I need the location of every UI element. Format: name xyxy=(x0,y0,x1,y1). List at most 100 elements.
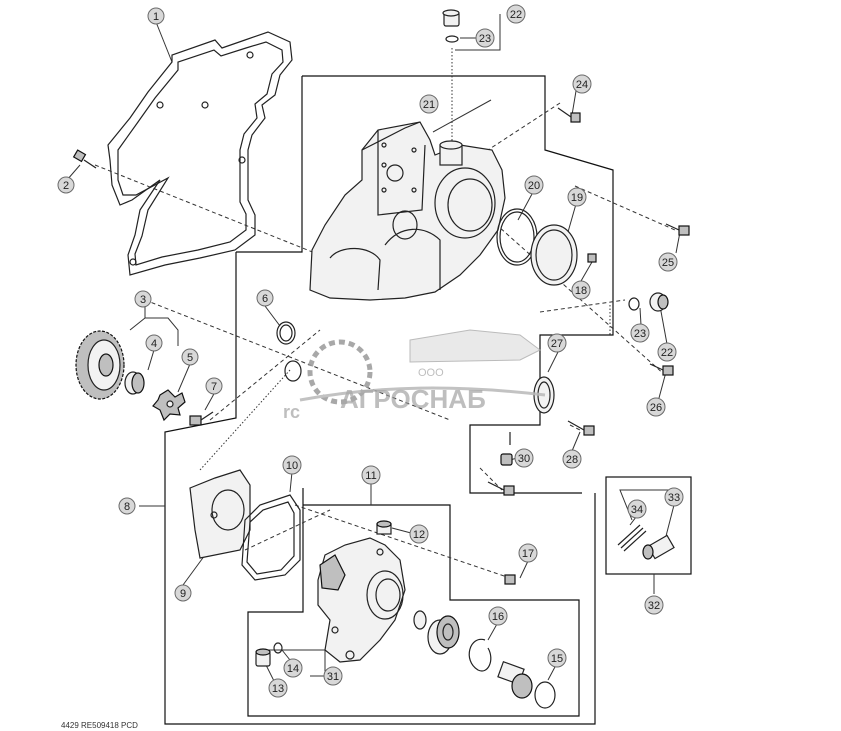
callout-circle xyxy=(323,666,343,686)
o-ring-23-top xyxy=(445,35,459,43)
callout-label: 18 xyxy=(575,285,587,297)
callout-34: 34 xyxy=(627,499,647,519)
callout-26: 26 xyxy=(646,397,666,417)
callout-circle xyxy=(627,499,647,519)
callout-label: 23 xyxy=(634,328,646,340)
callout-label: 23 xyxy=(479,33,491,45)
callout-8: 8 xyxy=(118,497,136,515)
callout-label: 6 xyxy=(262,293,268,305)
callout-6: 6 xyxy=(256,289,274,307)
callout-circle xyxy=(145,334,163,352)
callout-circle xyxy=(361,465,381,485)
callout-3: 3 xyxy=(134,290,152,308)
nut-30 xyxy=(500,432,513,466)
callout-circle xyxy=(664,487,684,507)
callout-10: 10 xyxy=(282,455,302,475)
callout-label: 4 xyxy=(151,338,157,350)
callout-circle xyxy=(488,606,508,626)
bolt-24 xyxy=(557,107,581,123)
callout-circle xyxy=(630,323,650,343)
callout-label: 34 xyxy=(631,504,643,516)
callout-label: 15 xyxy=(551,653,563,665)
callout-13: 13 xyxy=(268,678,288,698)
callout-33: 33 xyxy=(664,487,684,507)
callout-circle xyxy=(475,28,495,48)
callout-circle xyxy=(646,397,666,417)
callout-label: 32 xyxy=(648,600,660,612)
callout-label: 11 xyxy=(365,470,376,482)
callout-label: 12 xyxy=(413,529,425,541)
callout-label: 19 xyxy=(571,192,583,204)
callout-label: 26 xyxy=(650,402,662,414)
callout-32: 32 xyxy=(644,595,664,615)
callout-circle xyxy=(644,595,664,615)
bolt-25 xyxy=(665,223,690,236)
fitting-33 xyxy=(642,534,675,560)
o-ring-23-right xyxy=(628,297,640,311)
callout-27: 27 xyxy=(547,333,567,353)
callout-12: 12 xyxy=(409,524,429,544)
callout-label: 27 xyxy=(551,338,563,350)
callout-circle xyxy=(282,455,302,475)
callout-25: 25 xyxy=(658,252,678,272)
callout-circle xyxy=(514,448,534,468)
callout-21: 21 xyxy=(419,94,439,114)
callout-11: 11 xyxy=(361,465,381,485)
access-cover-9 xyxy=(189,469,251,559)
callout-label: 9 xyxy=(180,588,186,600)
callout-20: 20 xyxy=(524,175,544,195)
callout-circle xyxy=(524,175,544,195)
bolt-2 xyxy=(72,149,97,169)
callout-label: 30 xyxy=(518,453,530,465)
callout-circle xyxy=(118,497,136,515)
timing-gear-cover xyxy=(309,121,506,301)
pump-bearing xyxy=(427,615,460,655)
callout-label: 10 xyxy=(286,460,298,472)
seal-19 xyxy=(530,224,578,286)
callout-17: 17 xyxy=(518,543,538,563)
callout-circle xyxy=(571,280,591,300)
callout-label: 31 xyxy=(327,671,339,683)
plug-22-top xyxy=(442,9,460,27)
callout-label: 14 xyxy=(287,663,299,675)
callout-4: 4 xyxy=(145,334,163,352)
callout-2: 2 xyxy=(57,176,75,194)
callout-label: 28 xyxy=(566,454,578,466)
bolt-26 xyxy=(649,363,674,376)
callout-label: 5 xyxy=(187,352,193,364)
callout-16: 16 xyxy=(488,606,508,626)
spring-34 xyxy=(617,524,647,552)
callout-circle xyxy=(657,342,677,362)
callout-23: 23 xyxy=(475,28,495,48)
drawing-reference-code: 4429 RE509418 PCD xyxy=(61,721,138,730)
watermark-prefix: ООО xyxy=(418,367,444,379)
company-watermark: ООО АГРОСНАБ rc xyxy=(283,329,546,422)
callout-22: 22 xyxy=(657,342,677,362)
callout-label: 22 xyxy=(510,9,522,21)
callout-circle xyxy=(409,524,429,544)
callout-1: 1 xyxy=(147,7,165,25)
timing-cover-gasket xyxy=(107,31,293,276)
callout-18: 18 xyxy=(571,280,591,300)
watermark-company-name: АГРОСНАБ xyxy=(340,384,486,414)
callout-24: 24 xyxy=(572,74,592,94)
callout-label: 21 xyxy=(423,99,435,111)
callout-label: 1 xyxy=(153,11,159,23)
callout-label: 16 xyxy=(492,611,504,623)
callout-14: 14 xyxy=(283,658,303,678)
callout-7: 7 xyxy=(205,377,223,395)
callout-15: 15 xyxy=(547,648,567,668)
solid-leaders xyxy=(66,14,681,682)
snap-ring-16 xyxy=(468,638,492,672)
callout-circle xyxy=(567,187,587,207)
bolt-17 xyxy=(504,574,516,585)
pump-shaft-15 xyxy=(497,660,556,709)
callout-circle xyxy=(134,290,152,308)
callout-28: 28 xyxy=(562,449,582,469)
callout-label: 25 xyxy=(662,257,674,269)
callout-label: 17 xyxy=(522,548,534,560)
callout-label: 3 xyxy=(140,294,146,306)
callout-30: 30 xyxy=(514,448,534,468)
